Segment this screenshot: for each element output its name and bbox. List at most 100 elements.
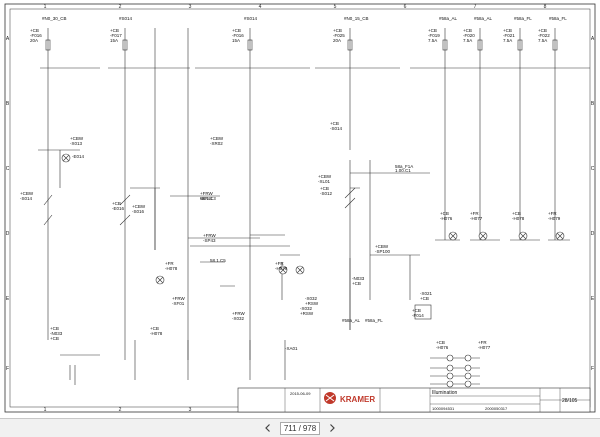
component-label: 58.1.C3 bbox=[200, 196, 216, 201]
grid-row-label: D bbox=[591, 231, 595, 237]
component-label: +FR-H078 bbox=[165, 261, 178, 271]
grid-row-label: C bbox=[6, 166, 10, 172]
page-indicator[interactable]: 711 / 978 bbox=[279, 421, 321, 435]
grid-row-label: E bbox=[6, 296, 10, 302]
component-label: #58a_AL bbox=[342, 318, 361, 323]
sheet-reference: #58a_AL bbox=[439, 16, 458, 21]
grid-column-label: 1 bbox=[44, 4, 47, 10]
wiring bbox=[38, 28, 590, 385]
grid-row-label: E bbox=[591, 296, 595, 302]
page-current: 711 bbox=[283, 423, 297, 433]
component-label: -X032+RSW bbox=[305, 296, 319, 306]
date-value: 2015-06-09 bbox=[290, 391, 311, 396]
component-label: -X021+CB bbox=[420, 291, 433, 301]
component-label: +CB-F014 bbox=[412, 308, 424, 318]
component-label: +CBW-XL01 bbox=[318, 174, 332, 184]
component-label: +CB-H078 bbox=[150, 326, 163, 336]
component-label: +CB-H076 bbox=[436, 340, 449, 350]
component-label: +CB-H076 bbox=[440, 211, 453, 221]
component-label: +CB-H078 bbox=[512, 211, 525, 221]
drawing-title: Illumination bbox=[432, 390, 458, 396]
sheet-reference: #S014 bbox=[244, 16, 258, 21]
grid-column-label: 2 bbox=[119, 4, 122, 10]
component-label: +FRW-SP43 bbox=[203, 233, 217, 243]
grid-column-label: 5 bbox=[334, 4, 337, 10]
chevron-left-icon bbox=[264, 424, 270, 432]
grid-row-label: F bbox=[591, 366, 594, 372]
grid-row-label: A bbox=[591, 36, 595, 42]
sheet-number: 28/105 bbox=[562, 398, 578, 404]
title-block: KRAMER Illumination 1000094531 200005031… bbox=[237, 387, 591, 413]
grid-row-label: C bbox=[591, 166, 595, 172]
grid-column-label: 3 bbox=[189, 407, 192, 413]
grid-column-label: 6 bbox=[404, 4, 407, 10]
sheet-reference: #58a_AL bbox=[474, 16, 493, 21]
component-label: +FR-H079 bbox=[275, 261, 288, 271]
previous-page-button[interactable] bbox=[262, 422, 274, 434]
component-label: -E014 bbox=[72, 154, 85, 159]
component-label: #58a_FL bbox=[365, 318, 383, 323]
pdf-viewer-toolbar: 711 / 978 bbox=[0, 418, 600, 437]
grid-row-label: F bbox=[6, 366, 9, 372]
component-label: +CB-N033+CB bbox=[50, 326, 63, 341]
component-label: 58a_F1A bbox=[395, 164, 413, 169]
component-label: +CB-S014 bbox=[330, 121, 343, 131]
lamp-symbols bbox=[61, 153, 565, 388]
logo-text: KRAMER bbox=[340, 395, 375, 404]
component-label: +CBW-X013 bbox=[70, 136, 84, 146]
sheet-reference: #N0_15_CB bbox=[344, 16, 369, 21]
component-label: +CBW-XR02 bbox=[210, 136, 224, 146]
sheet-reference: #N0_30_CB bbox=[42, 16, 67, 21]
component-label: -XA01 bbox=[285, 346, 298, 351]
page-total: 978 bbox=[302, 423, 317, 433]
component-label: -X032+RSW bbox=[300, 306, 314, 316]
component-label: +FR-H079 bbox=[548, 211, 561, 221]
component-label: +FR-H077 bbox=[478, 340, 491, 350]
component-label: +CBW-S014 bbox=[20, 191, 34, 201]
sheet-reference: #58a_FL bbox=[514, 16, 532, 21]
grid-row-label: B bbox=[591, 101, 595, 107]
switch-symbols bbox=[43, 187, 432, 320]
component-label: +CB-S012 bbox=[320, 186, 333, 196]
grid-column-label: 8 bbox=[544, 4, 547, 10]
component-label: +CBW-SP100 bbox=[375, 244, 391, 254]
kramer-logo: KRAMER bbox=[324, 392, 375, 404]
drawing-number: 1000094531 bbox=[432, 406, 455, 411]
fuse-symbols bbox=[45, 39, 558, 51]
page-separator: / bbox=[298, 423, 301, 433]
grid-row-markers: A A B B C C D D E E F F bbox=[6, 36, 595, 372]
grid-column-label: 1 bbox=[44, 407, 47, 413]
sheet-frame bbox=[4, 3, 596, 413]
component-label: +FRW-XF01 bbox=[172, 296, 186, 306]
sheet-reference: #S014 bbox=[119, 16, 133, 21]
component-label: +FR-H077 bbox=[470, 211, 483, 221]
grid-column-label: 3 bbox=[189, 4, 192, 10]
component-label: -N033+CB bbox=[352, 276, 365, 286]
grid-column-label: 4 bbox=[259, 4, 262, 10]
component-label: +CB-E016 bbox=[112, 201, 125, 211]
component-label: +FRW-X032 bbox=[232, 311, 246, 321]
grid-row-label: A bbox=[6, 36, 10, 42]
grid-row-label: D bbox=[6, 231, 10, 237]
id-number: 2000050317 bbox=[485, 406, 508, 411]
grid-column-label: 2 bbox=[119, 407, 122, 413]
component-label: +CBW-S016 bbox=[132, 204, 146, 214]
sheet-reference: #58a_FL bbox=[549, 16, 567, 21]
grid-column-label: 7 bbox=[474, 4, 477, 10]
chevron-right-icon bbox=[330, 424, 336, 432]
grid-row-label: B bbox=[6, 101, 10, 107]
component-label: 58.1.C5 bbox=[210, 258, 226, 263]
next-page-button[interactable] bbox=[326, 422, 338, 434]
component-label: 1.00.C1 bbox=[395, 168, 411, 173]
component-label: +FRW-SP41 bbox=[200, 191, 214, 201]
